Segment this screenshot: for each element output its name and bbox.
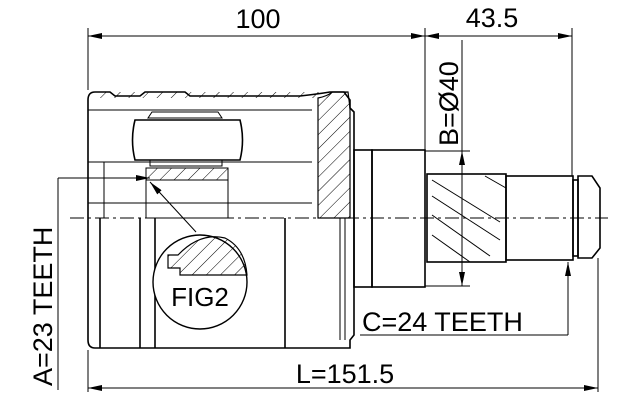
dimension-lines: [57, 28, 599, 392]
fig2-detail: FIG2: [149, 181, 248, 330]
fig2-label: FIG2: [171, 282, 229, 312]
dim-teeth-c: C=24 TEETH: [362, 307, 523, 337]
dim-housing-length: 100: [235, 4, 280, 34]
shaft: [353, 149, 601, 288]
dim-overall-length: L=151.5: [296, 359, 394, 389]
dim-diameter-b: B=Ø40: [434, 61, 464, 146]
dim-teeth-a: A=23 TEETH: [28, 227, 58, 386]
housing: [87, 91, 355, 349]
tripod-roller: [131, 111, 244, 219]
dim-shaft-length: 43.5: [466, 3, 519, 33]
